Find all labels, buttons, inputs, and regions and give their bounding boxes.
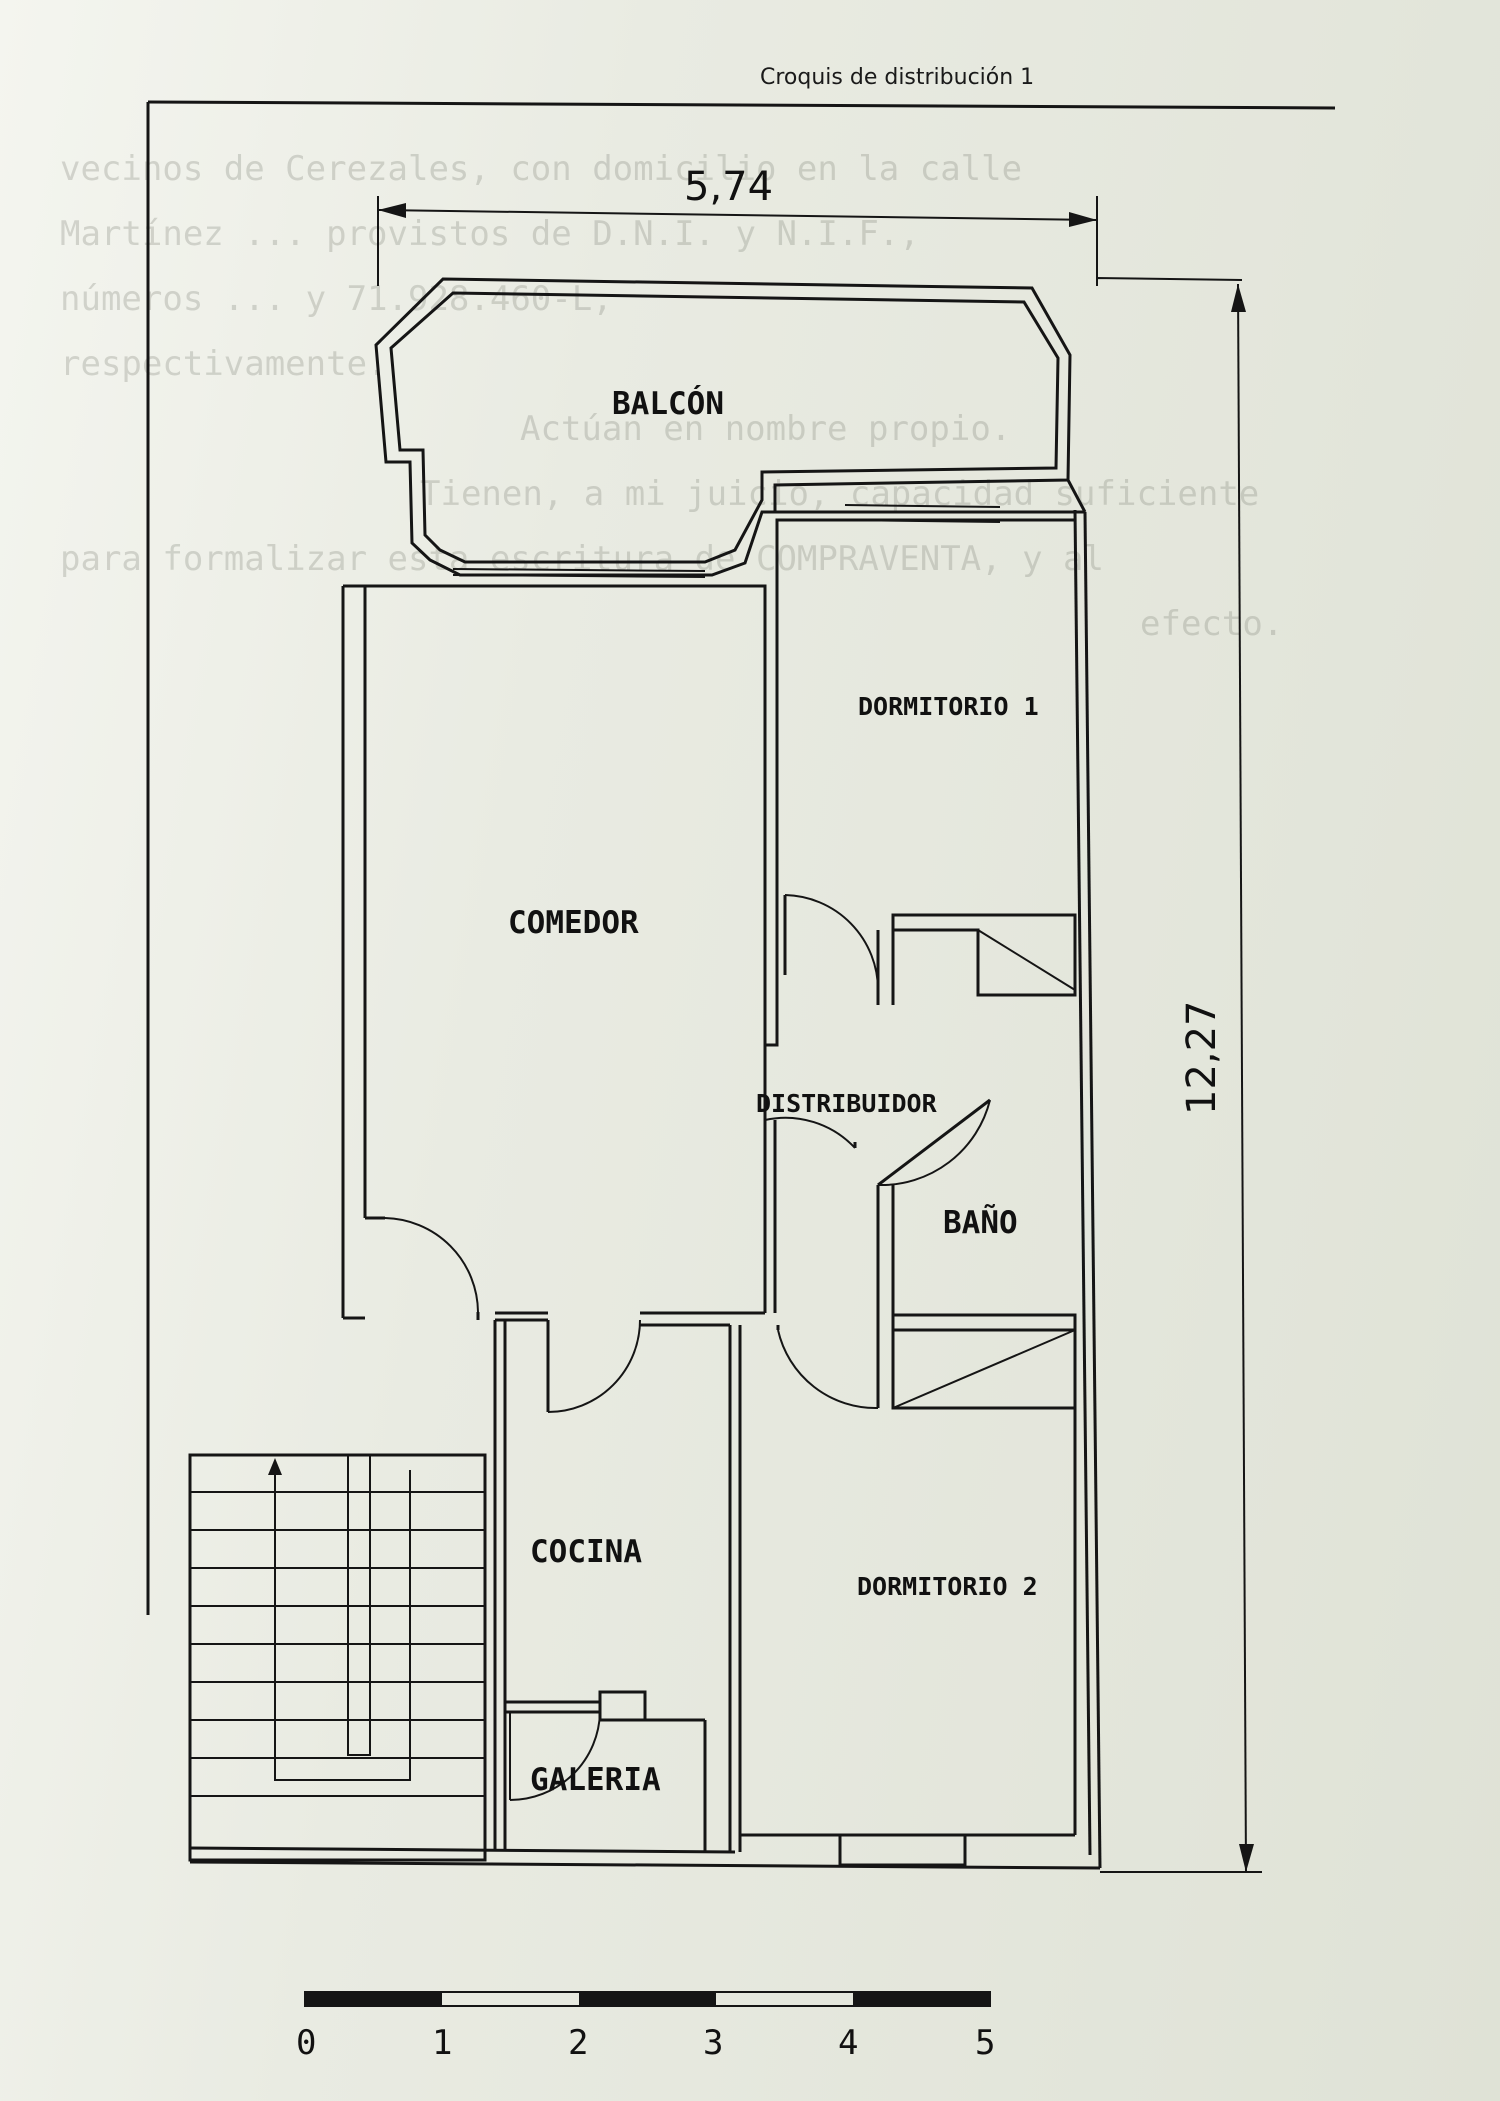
room-label-comedor: COMEDOR [508,905,639,941]
background-text-line: vecinos de Cerezales, con domicilio en l… [60,149,1022,189]
room-label-galeria: GALERIA [530,1762,661,1798]
bathroom-door [877,1098,991,1187]
scale-bar-tick: 1 [432,2023,452,2063]
staircase [188,1453,487,1862]
background-text-line: Martínez ... provistos de D.N.I. y N.I.F… [60,214,920,254]
distribuidor-walls [763,1116,857,1313]
dormitorio-1-door [783,894,879,991]
background-text-line: respectivamente. [60,344,388,384]
height-dimension: 12,27 [1096,276,1262,1873]
room-label-balcon: BALCÓN [612,385,724,422]
drawing-title: Croquis de distribución 1 [760,65,1034,90]
height-dimension-label: 12,27 [1179,1000,1225,1115]
width-dimension-label: 5,74 [684,164,773,210]
background-text-line: Actúan en nombre propio. [520,409,1011,449]
dormitorio-2-door [776,1325,879,1410]
room-label-cocina: COCINA [530,1534,642,1570]
cocina-door [546,1319,641,1413]
galeria-walls [505,1690,707,1852]
exterior-walls [189,479,1102,1870]
scale-bar-tick: 3 [703,2023,723,2063]
room-label-dormitorio-2: DORMITORIO 2 [857,1572,1038,1601]
scale-bar-tick: 2 [568,2023,588,2063]
scale-bar: 0 1 2 3 4 5 [296,1991,995,2063]
background-text-line: números ... y 71.928.460-L, [60,279,613,319]
room-label-bano: BAÑO [943,1204,1018,1241]
background-text-line: para formalizar esta escritura de COMPRA… [60,539,1104,579]
dormitorio-1-walls [763,504,1074,1050]
room-label-distribuidor: DISTRIBUIDOR [756,1089,938,1118]
balcony-walls [374,277,1072,578]
background-text-line: efecto. [1140,604,1283,644]
cocina-walls [365,1216,765,1852]
scale-bar-tick: 0 [296,2023,316,2063]
header-rule [147,100,1336,110]
scale-bar-tick: 4 [838,2023,858,2063]
dormitorio-2-walls [740,1408,1077,1867]
width-dimension: 5,74 [377,164,1098,286]
scale-bar-tick: 5 [975,2023,995,2063]
background-text-line: Tienen, a mi juicio, capacidad suficient… [420,474,1259,514]
background-text: vecinos de Cerezales, con domicilio en l… [60,149,1283,644]
room-label-dormitorio-1: DORMITORIO 1 [858,692,1039,721]
